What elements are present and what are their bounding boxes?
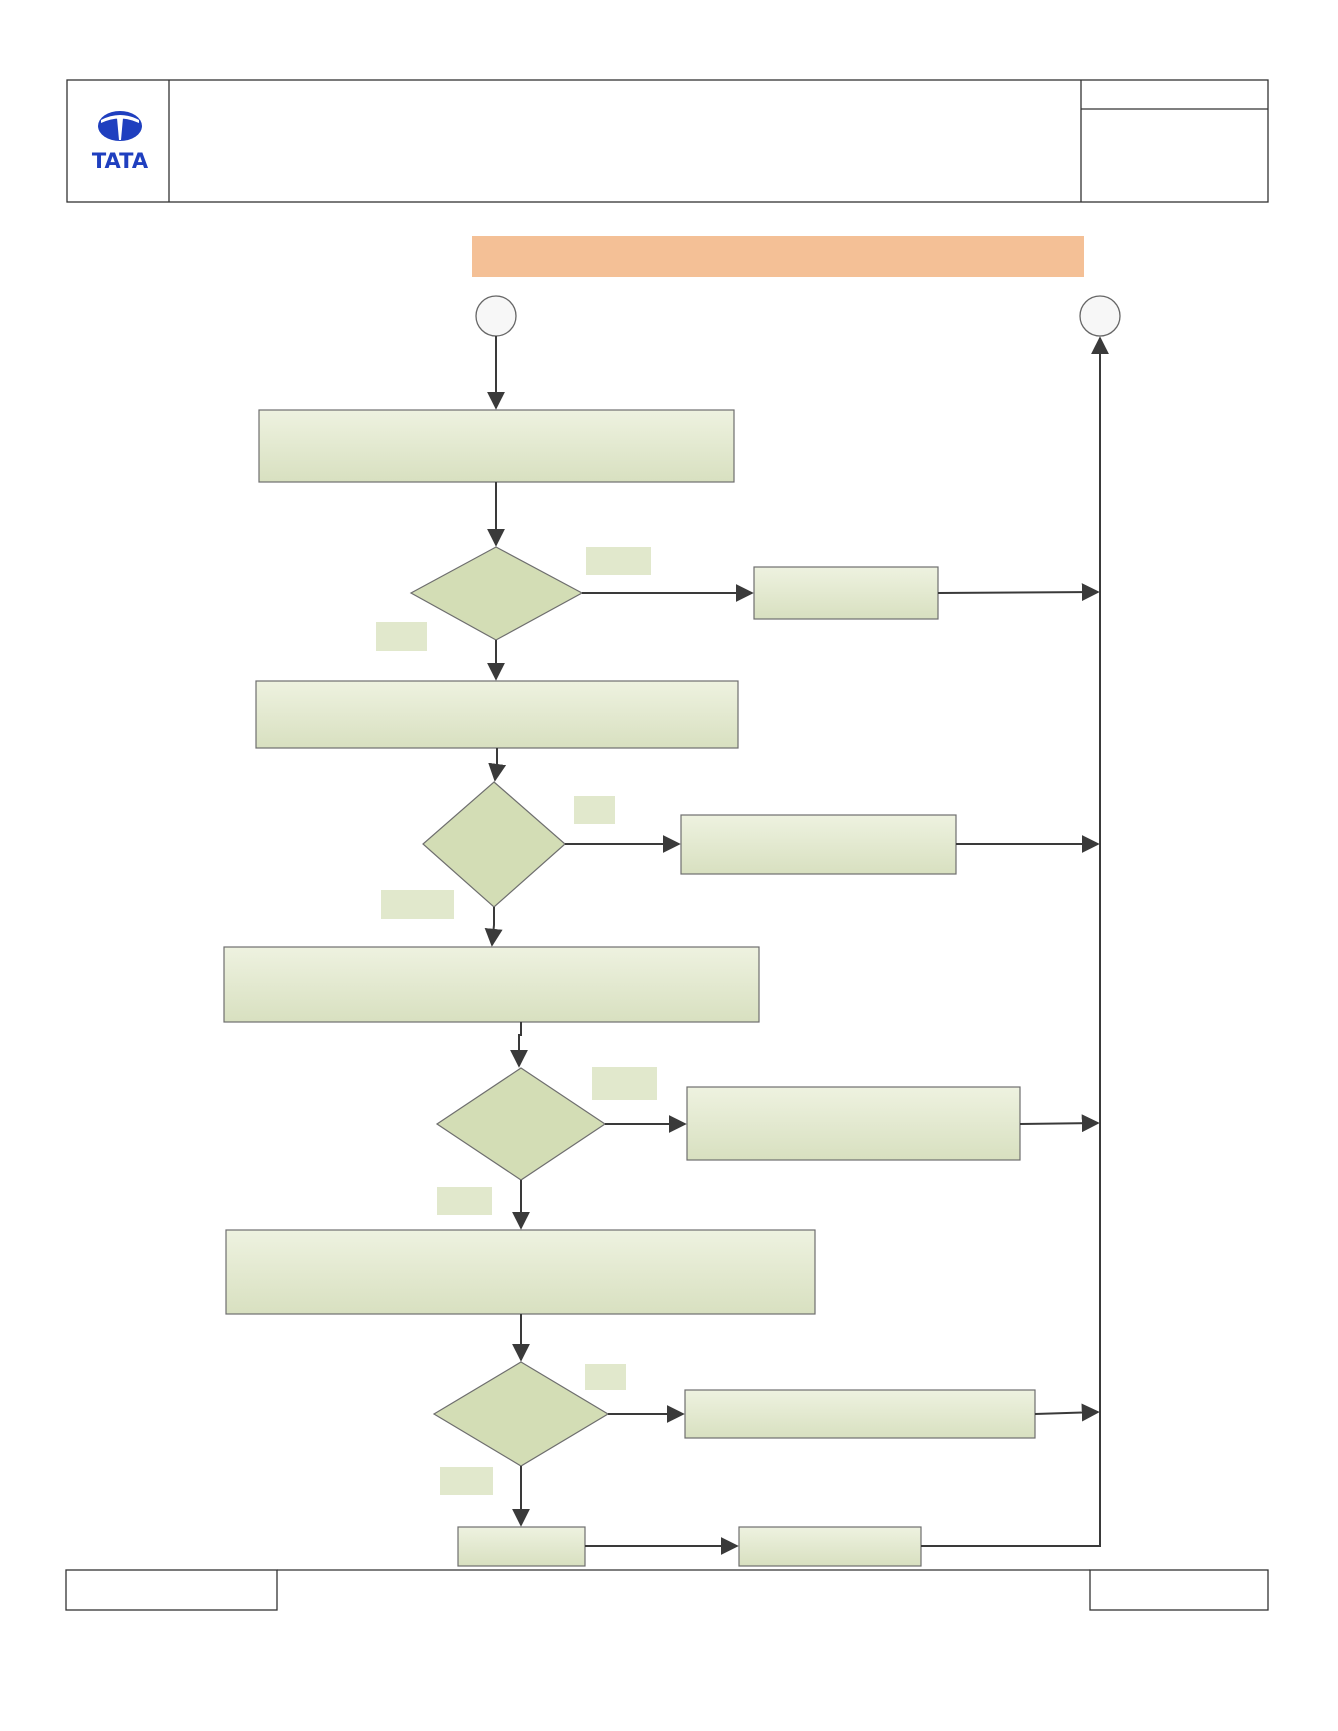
yes-label-4 [585, 1364, 626, 1390]
side-action-5 [738, 1526, 922, 1567]
yes-label-3 [592, 1067, 657, 1100]
footer-left-box [65, 1569, 278, 1611]
no-label-4 [440, 1467, 493, 1495]
side-action-2 [680, 814, 957, 875]
process-step-2 [255, 680, 739, 749]
no-label-3 [437, 1187, 492, 1215]
yes-label-2 [574, 796, 615, 824]
end-connector [1079, 295, 1121, 337]
start-connector [475, 295, 517, 337]
flow-arrows [484, 336, 1109, 1555]
tata-logo-icon: TATA [92, 111, 149, 173]
decision-2 [422, 781, 566, 908]
process-step-3 [223, 946, 760, 1023]
side-action-4 [684, 1389, 1036, 1439]
footer-right-box [1089, 1569, 1269, 1611]
process-step-5 [457, 1526, 586, 1567]
process-banner [472, 236, 1084, 277]
side-action-3 [686, 1086, 1021, 1161]
decision-1 [409, 546, 584, 641]
decision-3 [435, 1067, 607, 1181]
no-label-2 [381, 890, 454, 919]
side-action-1 [753, 566, 939, 620]
process-step-4 [225, 1229, 816, 1315]
no-label-1 [376, 622, 427, 651]
header-frame [66, 79, 1269, 203]
decision-4 [432, 1361, 610, 1467]
yes-label-1 [586, 547, 651, 575]
process-step-1 [258, 409, 735, 483]
logo-text: TATA [92, 149, 149, 173]
